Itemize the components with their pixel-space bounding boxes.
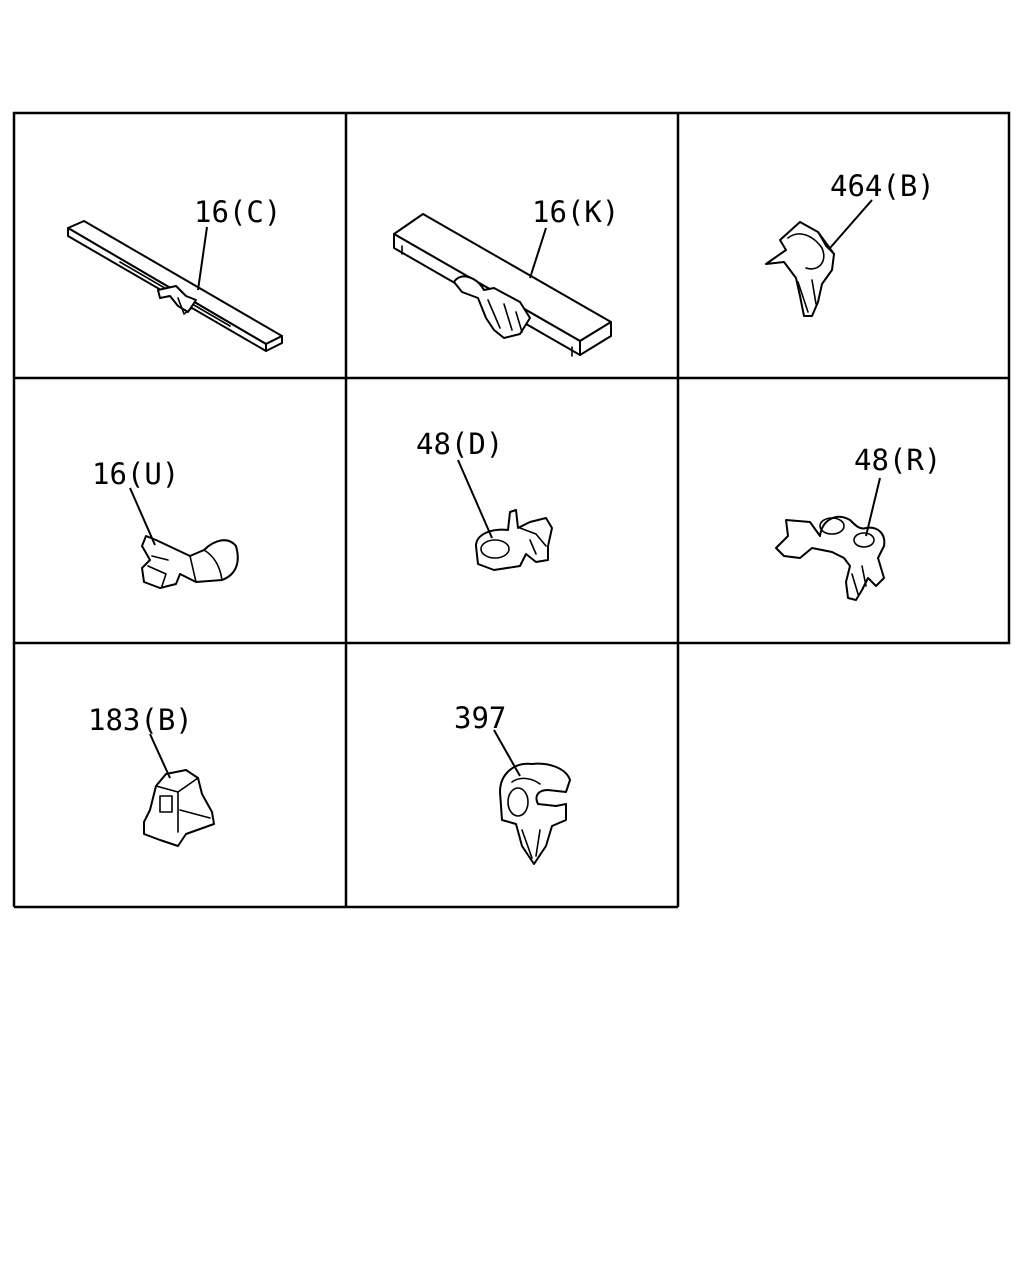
callout-leader (457, 459, 493, 539)
cell-16u: 16(U) (92, 457, 239, 589)
callout-label: 16(K) (532, 195, 619, 229)
callout-label: 16(U) (92, 457, 179, 491)
callout-label: 183(B) (88, 703, 193, 737)
double-ring-clip-icon (775, 515, 886, 601)
callout-label: 464(B) (830, 169, 935, 203)
callout-label: 397 (454, 701, 506, 735)
cell-183b: 183(B) (88, 703, 215, 847)
channel-strip-clip-icon (393, 213, 612, 357)
block-clip-icon (143, 769, 215, 847)
callout-label: 16(C) (194, 195, 281, 229)
callout-leader (197, 226, 208, 291)
flat-strip-clip-icon (67, 220, 283, 352)
callout-leader (149, 733, 171, 779)
callout-label: 48(D) (416, 427, 503, 461)
open-loop-clip-icon (141, 535, 239, 589)
callout-leader (529, 227, 547, 279)
cell-464b: 464(B) (765, 169, 935, 317)
c-shaped-clip-icon (499, 762, 571, 865)
cell-48r: 48(R) (775, 443, 941, 601)
cell-397: 397 (454, 701, 571, 865)
callout-label: 48(R) (854, 443, 941, 477)
callout-leader (865, 477, 881, 537)
pipe-holder-clip-icon (765, 221, 835, 317)
callout-leader (493, 729, 521, 777)
diagram-grid (12, 111, 1011, 909)
cell-16c: 16(C) (67, 195, 283, 352)
cell-16k: 16(K) (393, 195, 619, 357)
cell-48d: 48(D) (416, 427, 553, 571)
ring-clip-icon (475, 509, 553, 571)
callout-leader (829, 199, 873, 249)
callout-leader (129, 487, 156, 546)
